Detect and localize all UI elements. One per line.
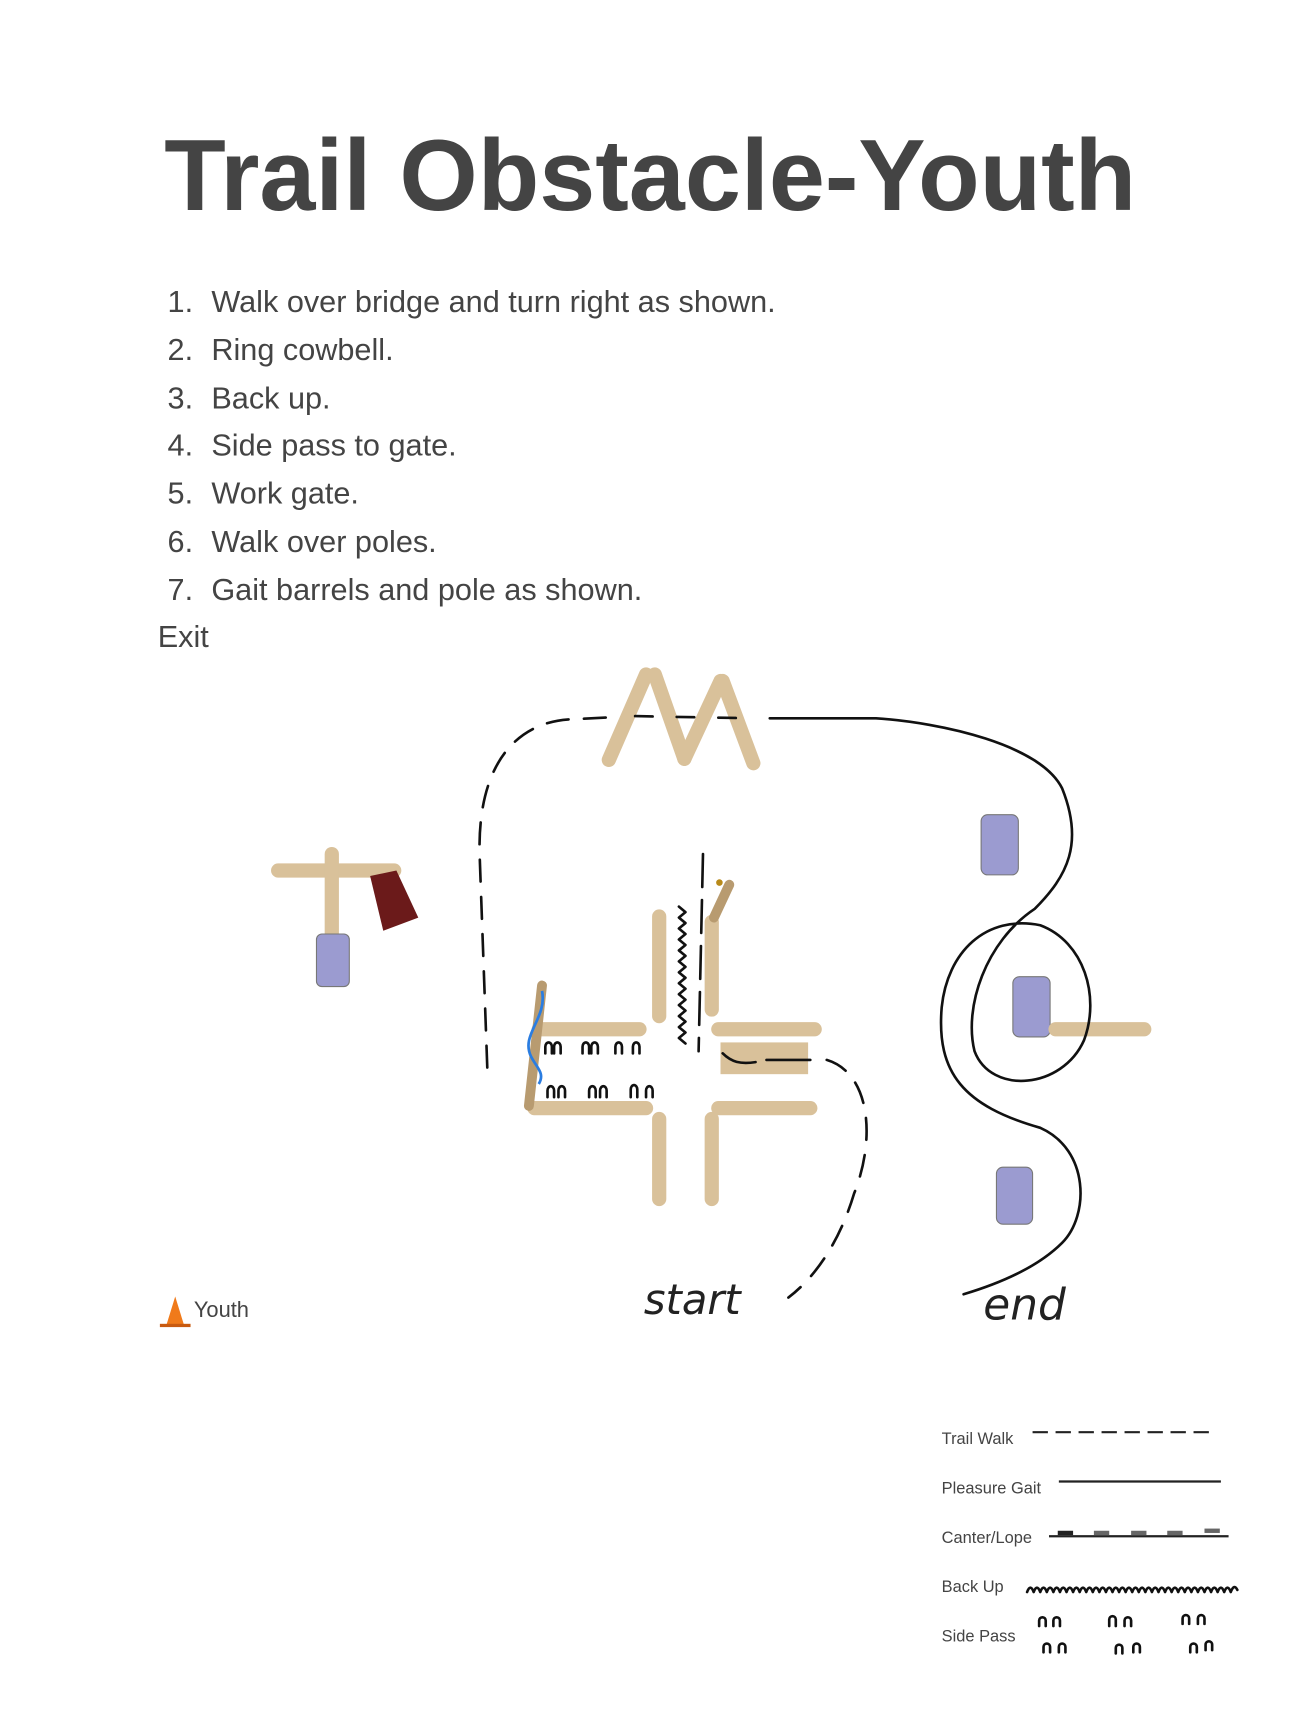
barrel [980, 814, 1019, 876]
step-number: 4. [168, 429, 194, 463]
bridge-board [720, 1042, 809, 1075]
legend-label-back-up: Back Up [942, 1578, 1004, 1596]
step-number: 6. [168, 525, 194, 559]
barrel [995, 1166, 1034, 1225]
pleasure-gait-path [768, 716, 1092, 1296]
trail-walk-path [633, 714, 755, 720]
center-obstacles [523, 852, 822, 1207]
step-number: 3. [168, 381, 194, 415]
step-text: Work gate. [211, 477, 359, 511]
legend-label-side-pass: Side Pass [942, 1627, 1016, 1645]
step-text: Side pass to gate. [211, 429, 456, 463]
barrel-pattern [980, 814, 1152, 1225]
step-number: 7. [168, 573, 194, 607]
step-text: Ring cowbell. [211, 333, 393, 367]
exit-label: Exit [158, 620, 210, 654]
gate-latch-icon [716, 879, 723, 886]
step-text: Walk over bridge and turn right as shown… [211, 285, 775, 319]
division-name: Youth [194, 1297, 249, 1322]
legend-label-canter-lope: Canter/Lope [942, 1529, 1032, 1547]
trail-walk-path [787, 1058, 868, 1299]
step-text: Back up. [211, 381, 330, 415]
cowbell-station [271, 846, 419, 988]
barrel [1012, 976, 1051, 1038]
step-text: Gait barrels and pole as shown. [211, 573, 642, 607]
cowbell-icon [370, 870, 419, 931]
gate [709, 879, 735, 923]
legend: Trail Walk Pleasure Gait Canter/Lope Bac… [942, 1430, 1239, 1655]
page-title: Trail Obstacle-Youth [164, 120, 1136, 232]
gate-rope [527, 990, 545, 1085]
trail-walk-path [721, 1052, 812, 1065]
backup-path [677, 905, 687, 1045]
start-label: start [644, 1275, 743, 1324]
sidepass-marks [543, 1041, 654, 1099]
instructions-list: 1. Walk over bridge and turn right as sh… [158, 285, 776, 654]
barrel [315, 933, 350, 988]
legend-swatch-side-pass [1037, 1613, 1214, 1655]
step-text: Walk over poles. [211, 525, 436, 559]
traffic-cone-icon [166, 1296, 184, 1325]
legend-label-trail-walk: Trail Walk [942, 1430, 1014, 1448]
trail-walk-path [478, 715, 615, 1069]
bridge-poles [601, 667, 761, 771]
step-number: 5. [168, 477, 194, 511]
step-number: 1. [168, 285, 194, 319]
step-number: 2. [168, 333, 194, 367]
course-diagram: start end [271, 667, 1152, 1330]
legend-label-pleasure-gait: Pleasure Gait [942, 1480, 1042, 1498]
walk-path [697, 852, 705, 1053]
end-label: end [983, 1279, 1066, 1330]
division-label: Youth [159, 1296, 249, 1328]
legend-swatch-canter-lope [1048, 1528, 1229, 1538]
legend-swatch-back-up [1025, 1585, 1239, 1594]
